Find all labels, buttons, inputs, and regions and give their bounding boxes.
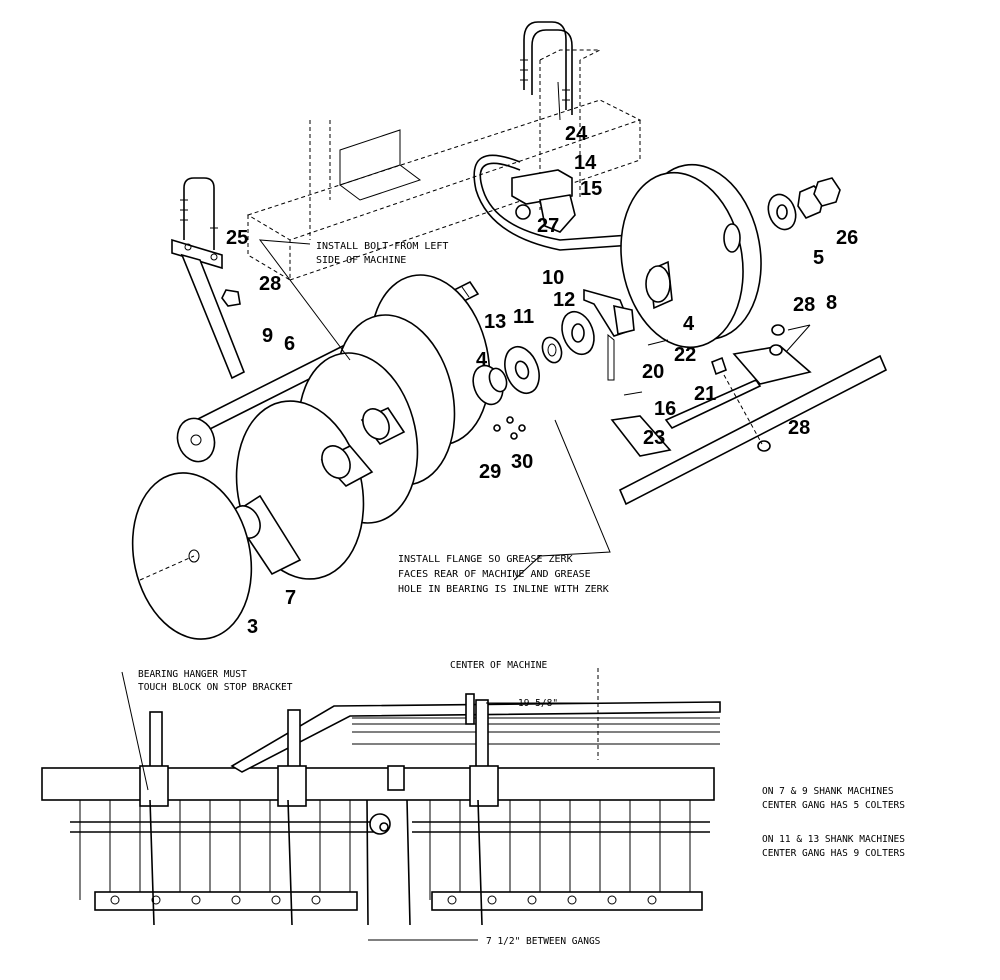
callout-10: 10: [542, 267, 564, 289]
u-bolt-24: [520, 21, 573, 115]
stop-bracket: [607, 324, 888, 506]
callout-7: 7: [285, 587, 296, 609]
callout-29: 29: [479, 461, 501, 483]
note-flange-line2: FACES REAR OF MACHINE AND GREASE: [398, 569, 591, 580]
callout-22: 22: [674, 344, 696, 366]
note-7-9-shank-line2: CENTER GANG HAS 5 COLTERS: [762, 800, 905, 811]
callout-14: 14: [574, 152, 597, 174]
callout-15: 15: [580, 178, 602, 200]
toolbar-frame: [246, 49, 642, 281]
note-between-gangs: 7 1/2" BETWEEN GANGS: [486, 936, 601, 947]
callout-23: 23: [643, 427, 665, 449]
disc-gang: [131, 274, 491, 640]
callout-28-right: 28: [793, 294, 815, 316]
note-7-9-shank-line1: ON 7 & 9 SHANK MACHINES: [762, 786, 894, 797]
spring-shank: [473, 154, 633, 251]
callout-28-bottom: 28: [788, 417, 810, 439]
note-11-13-shank-line1: ON 11 & 13 SHANK MACHINES: [762, 834, 905, 845]
callout-12: 12: [553, 289, 575, 311]
callout-30: 30: [511, 451, 533, 473]
callout-8: 8: [826, 292, 837, 314]
callout-24: 24: [565, 123, 588, 145]
callout-11: 11: [513, 306, 534, 328]
callout-26: 26: [836, 227, 858, 249]
bracket-25-9: [171, 177, 246, 380]
callout-3: 3: [247, 616, 258, 638]
callout-25: 25: [226, 227, 248, 249]
callout-21: 21: [694, 383, 716, 405]
callout-13: 13: [484, 311, 506, 333]
note-flange-line3: HOLE IN BEARING IS INLINE WITH ZERK: [398, 584, 609, 595]
callout-labels: 24 14 15 27 25 28 9 6 10 12 13 11 4 22 2…: [226, 123, 858, 638]
note-bearing-hanger-line1: BEARING HANGER MUST: [138, 669, 247, 680]
note-flange-line1: INSTALL FLANGE SO GREASE ZERK: [398, 554, 573, 565]
note-install-bolt-line2: SIDE OF MACHINE: [316, 255, 406, 266]
right-disc: [620, 163, 841, 349]
note-center-of-machine: CENTER OF MACHINE: [450, 660, 548, 671]
note-11-13-shank-line2: CENTER GANG HAS 9 COLTERS: [762, 848, 905, 859]
bearing-assembly: [472, 288, 635, 440]
callout-16: 16: [654, 398, 676, 420]
callout-28: 28: [259, 273, 281, 295]
note-bearing-hanger-line2: TOUCH BLOCK ON STOP BRACKET: [138, 682, 293, 693]
note-dimension-19-5-8: 19 5/8": [518, 698, 558, 709]
callout-20: 20: [642, 361, 664, 383]
assembled-view: [41, 668, 721, 941]
leader-lines: [258, 81, 811, 581]
callout-4-left: 4: [476, 349, 488, 371]
note-install-bolt-line1: INSTALL BOLT FROM LEFT: [316, 241, 448, 252]
callout-27: 27: [537, 215, 559, 237]
callout-4-right: 4: [683, 313, 695, 335]
callout-9: 9: [262, 325, 273, 347]
callout-6: 6: [284, 333, 295, 355]
callout-5: 5: [813, 247, 824, 269]
